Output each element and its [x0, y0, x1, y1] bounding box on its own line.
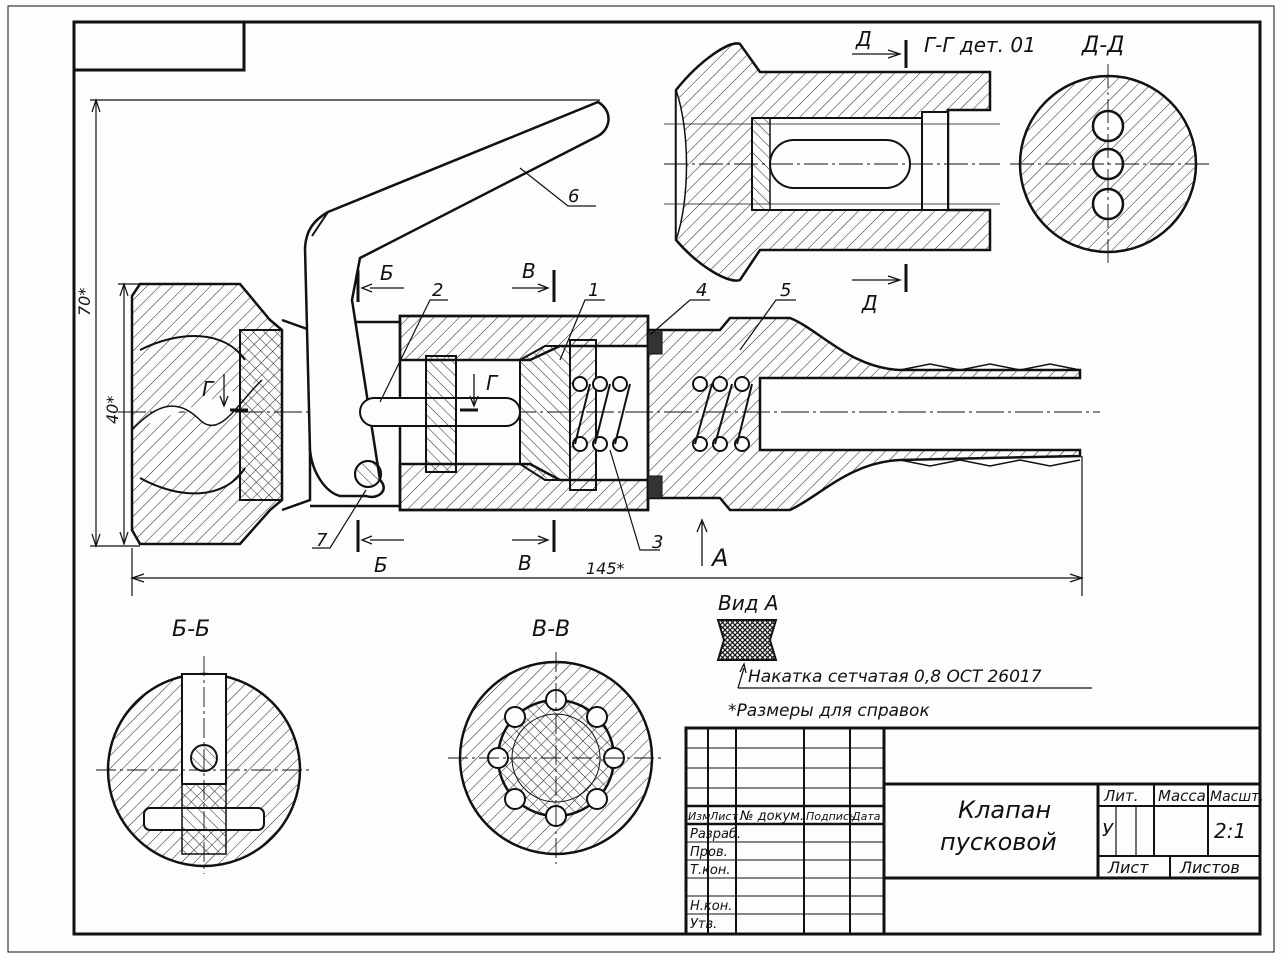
col-header-sign: Подпись [806, 810, 855, 823]
top-left-stamp-box [72, 20, 246, 72]
scale-value: 2:1 [1214, 819, 1246, 843]
role-tech-control: Т.кон. [690, 863, 731, 878]
gasket-part-4 [647, 331, 663, 355]
sleeve-part-1 [519, 345, 571, 481]
scale-header: Масшт. [1210, 789, 1264, 805]
outer-trim [7, 5, 1275, 953]
label-section-vv: В-В [532, 617, 570, 642]
note-knurl: Накатка сетчатая 0,8 ОСТ 26017 [748, 667, 1042, 687]
dim-height-total: 70* [75, 288, 94, 316]
mass-header: Масса [1158, 787, 1206, 805]
title-line-2: пусковой [940, 828, 1057, 856]
valve-body [398, 314, 650, 362]
label-section-bb: Б-Б [172, 617, 210, 642]
section-g-g [664, 40, 1000, 292]
sheets-label: Листов [1179, 858, 1240, 877]
section-v-v [448, 652, 664, 864]
cut-letter-b-top: Б [380, 261, 394, 285]
role-approved: Утв. [690, 917, 717, 932]
cut-letter-v-top: В [522, 259, 536, 283]
view-a-knurl [716, 619, 1092, 689]
col-header-doc: № докум. [739, 809, 804, 824]
label-section-dd: Д-Д [1081, 33, 1124, 58]
view-a-arrow-label: А [710, 544, 728, 572]
spring-left [572, 376, 631, 452]
part-label-7: 7 [316, 530, 328, 551]
drawing-frame [72, 20, 1262, 936]
part-label-4: 4 [696, 280, 707, 301]
nozzle-part-5 [646, 316, 1082, 512]
cut-letter-d-bottom: Д [861, 291, 878, 315]
label-view-a: Вид А [718, 591, 779, 615]
part-label-1: 1 [588, 280, 599, 301]
part-label-2: 2 [432, 280, 443, 301]
cut-letter-d-top: Д [855, 27, 872, 51]
dim-length-total: 145* [586, 559, 625, 578]
main-view [90, 98, 1100, 596]
drawing-text: Г-Г дет. 01 Д-Д Д Д Б Б В В Г Г А 1 2 3 … [75, 27, 1264, 932]
label-section-gg: Г-Г дет. 01 [924, 33, 1036, 57]
part-label-5: 5 [780, 280, 791, 301]
role-norm-control: Н.кон. [690, 899, 732, 914]
col-header-date: Дата [851, 810, 881, 823]
sheet-label: Лист [1107, 858, 1149, 877]
cut-letter-v-bottom: В [518, 551, 532, 575]
cut-letter-g-left: Г [202, 377, 215, 401]
cut-letter-g-right: Г [486, 371, 499, 395]
section-b-b [96, 656, 312, 874]
lit-value: У [1102, 820, 1114, 841]
title-block [684, 726, 1262, 936]
lever-handle [303, 100, 610, 499]
section-d-d [1010, 64, 1210, 266]
col-header-izm: Изм [688, 810, 710, 823]
lit-header: Лит. [1103, 787, 1139, 805]
role-developer: Разраб. [690, 827, 741, 842]
part-label-6: 6 [568, 186, 579, 207]
col-header-list: Лист [709, 810, 738, 823]
cut-letter-b-bottom: Б [374, 553, 388, 577]
note-reference-dims: *Размеры для справок [728, 701, 930, 721]
part-label-3: 3 [652, 532, 663, 553]
spring-right [692, 376, 753, 452]
dim-height-body: 40* [103, 396, 122, 424]
title-line-1: Клапан [958, 796, 1051, 824]
role-checker: Пров. [690, 845, 728, 860]
